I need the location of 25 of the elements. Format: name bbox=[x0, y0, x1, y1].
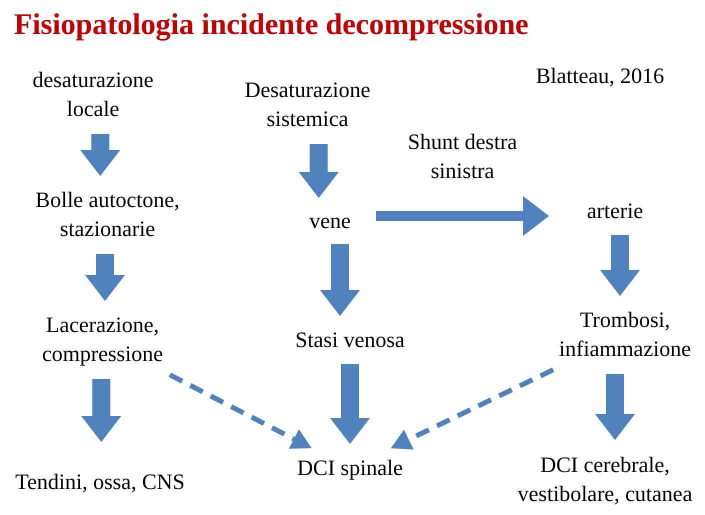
block-arrow bbox=[298, 144, 339, 198]
node-label: Lacerazione, compressione bbox=[41, 311, 164, 368]
node-label: Stasi venosa bbox=[295, 326, 405, 354]
edge-label: Shunt destra sinistra bbox=[406, 128, 518, 185]
node-label: Desaturazione sistemica bbox=[244, 76, 372, 133]
block-arrow bbox=[81, 379, 122, 442]
node-label: Tendini, ossa, CNS bbox=[15, 468, 185, 496]
block-arrow bbox=[85, 254, 125, 301]
block-arrow bbox=[376, 196, 549, 236]
block-arrow bbox=[320, 244, 360, 316]
node-label: Bolle autoctone, stazionarie bbox=[34, 186, 181, 243]
block-arrow bbox=[80, 134, 120, 176]
diagram-title: Fisiopatologia incidente decompressione bbox=[14, 8, 528, 42]
node-label: Trombosi, infiammazione bbox=[558, 306, 692, 363]
dashed-arrow bbox=[390, 367, 554, 450]
dashed-arrow bbox=[168, 372, 312, 449]
block-arrow bbox=[600, 235, 640, 296]
node-label: desaturazione locale bbox=[32, 66, 154, 123]
citation-text: Blatteau, 2016 bbox=[534, 62, 666, 90]
node-label: DCI cerebrale, vestibolare, cutanea bbox=[516, 451, 694, 508]
node-label: arterie bbox=[586, 196, 644, 225]
block-arrow bbox=[595, 374, 635, 440]
block-arrow bbox=[330, 364, 370, 444]
node-label: DCI spinale bbox=[297, 454, 403, 482]
node-label: vene bbox=[309, 206, 351, 235]
